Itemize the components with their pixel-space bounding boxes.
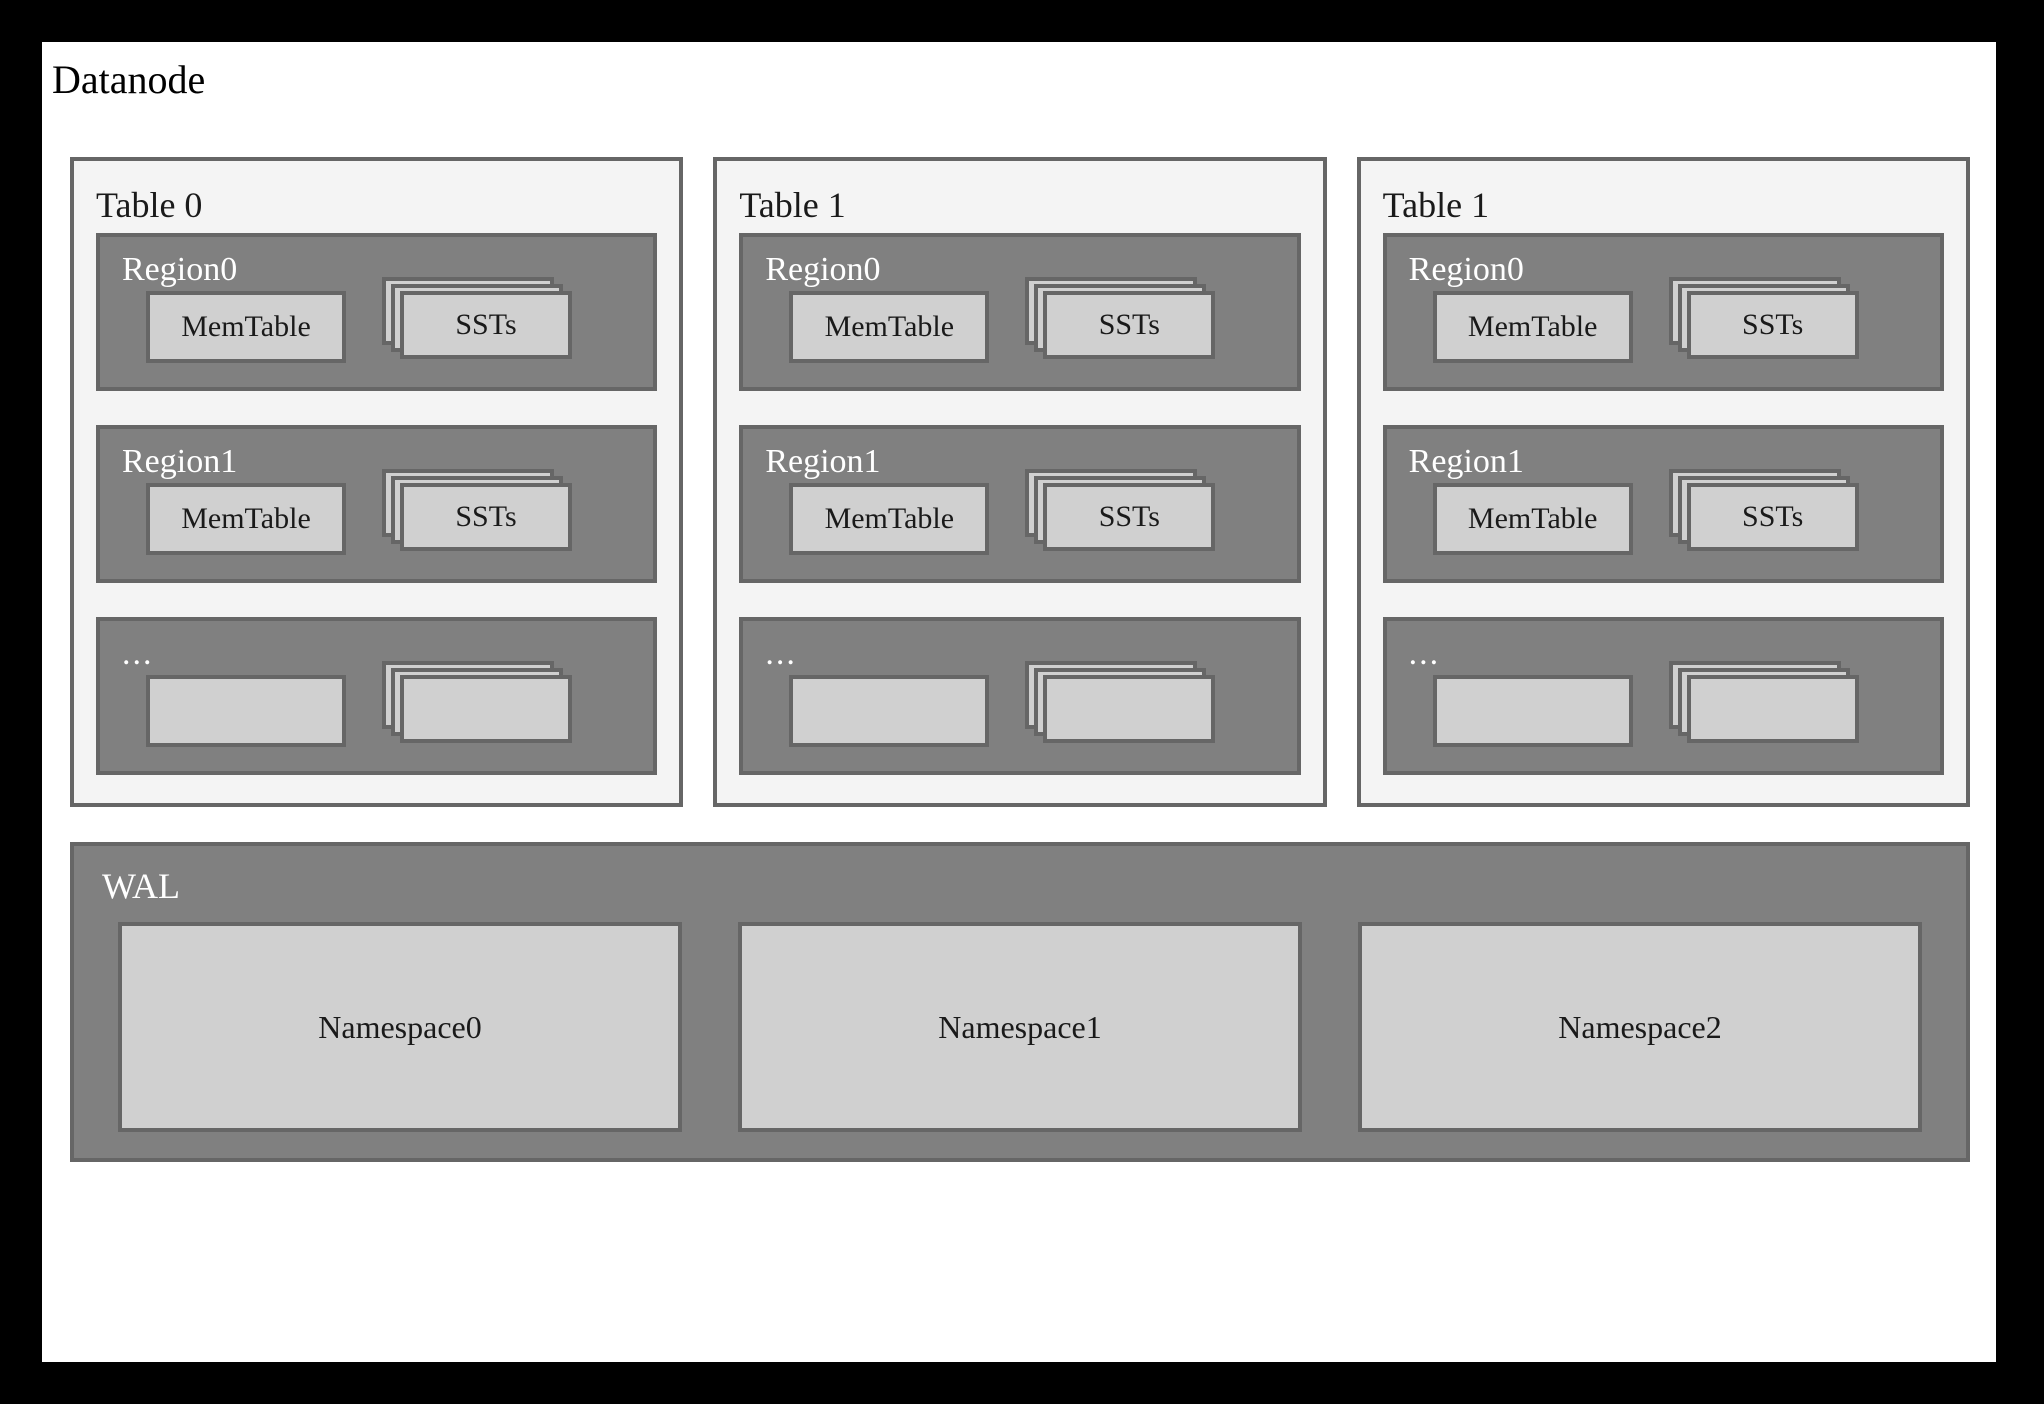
table-label: Table 1 xyxy=(1382,185,1490,225)
sst-stack[interactable] xyxy=(1668,661,1859,743)
sst-stack[interactable]: SSTs xyxy=(382,469,572,551)
sst-stack[interactable]: SSTs xyxy=(1025,277,1216,359)
region-box-more[interactable]: ... xyxy=(96,617,658,775)
wal-label: WAL xyxy=(102,866,180,906)
memtable-box[interactable] xyxy=(789,675,990,747)
sst-stack[interactable]: SSTs xyxy=(1668,469,1859,551)
sst-front-layer[interactable] xyxy=(1686,675,1859,743)
region-body: MemTable SSTs xyxy=(761,469,1278,557)
region-label: Region1 xyxy=(1408,443,1524,480)
region-body: MemTable SSTs xyxy=(118,469,635,557)
wal-section[interactable]: WAL Namespace0 Namespace1 Namespace2 xyxy=(70,842,1970,1162)
sst-front-layer[interactable]: SSTs xyxy=(1686,291,1859,359)
sst-stack[interactable]: SSTs xyxy=(1668,277,1859,359)
memtable-box[interactable]: MemTable xyxy=(146,291,346,363)
sst-front-layer[interactable]: SSTs xyxy=(1043,291,1216,359)
region-body: MemTable SSTs xyxy=(1405,277,1922,365)
namespace-box[interactable]: Namespace1 xyxy=(738,922,1302,1132)
sst-front-layer[interactable]: SSTs xyxy=(1686,483,1859,551)
table-label: Table 0 xyxy=(96,185,203,225)
memtable-box[interactable]: MemTable xyxy=(146,483,346,555)
region-label: Region0 xyxy=(765,251,881,288)
wal-namespace-list: Namespace0 Namespace1 Namespace2 xyxy=(96,922,1944,1132)
region-label: Region0 xyxy=(1408,251,1524,288)
region-label: Region1 xyxy=(765,443,881,480)
region-more-ellipsis: ... xyxy=(122,635,154,672)
sst-front-layer[interactable]: SSTs xyxy=(400,291,572,359)
region-body xyxy=(118,661,635,749)
table-label: Table 1 xyxy=(739,185,846,225)
namespace-box[interactable]: Namespace0 xyxy=(118,922,682,1132)
region-body: MemTable SSTs xyxy=(761,277,1278,365)
page-title: Datanode xyxy=(52,57,206,102)
sst-front-layer[interactable]: SSTs xyxy=(1043,483,1216,551)
sst-front-layer[interactable]: SSTs xyxy=(400,483,572,551)
sst-front-layer[interactable] xyxy=(400,675,572,743)
sst-front-layer[interactable] xyxy=(1043,675,1216,743)
region-label: Region0 xyxy=(122,251,238,288)
sst-stack[interactable] xyxy=(1025,661,1216,743)
region-body xyxy=(1405,661,1922,749)
memtable-box[interactable]: MemTable xyxy=(1432,291,1633,363)
region-more-ellipsis: ... xyxy=(1408,635,1441,672)
region-box-more[interactable]: ... xyxy=(739,617,1301,775)
sst-stack[interactable] xyxy=(382,661,572,743)
memtable-box[interactable]: MemTable xyxy=(1432,483,1633,555)
region-body: MemTable SSTs xyxy=(118,277,635,365)
region-label: Region1 xyxy=(122,443,238,480)
namespace-box[interactable]: Namespace2 xyxy=(1358,922,1922,1132)
sst-stack[interactable]: SSTs xyxy=(1025,469,1216,551)
memtable-box[interactable] xyxy=(1432,675,1633,747)
region-body xyxy=(761,661,1278,749)
region-body: MemTable SSTs xyxy=(1405,469,1922,557)
memtable-box[interactable]: MemTable xyxy=(789,483,990,555)
memtable-box[interactable] xyxy=(146,675,346,747)
sst-stack[interactable]: SSTs xyxy=(382,277,572,359)
region-box-more[interactable]: ... xyxy=(1382,617,1944,775)
region-more-ellipsis: ... xyxy=(765,635,797,672)
memtable-box[interactable]: MemTable xyxy=(789,291,990,363)
